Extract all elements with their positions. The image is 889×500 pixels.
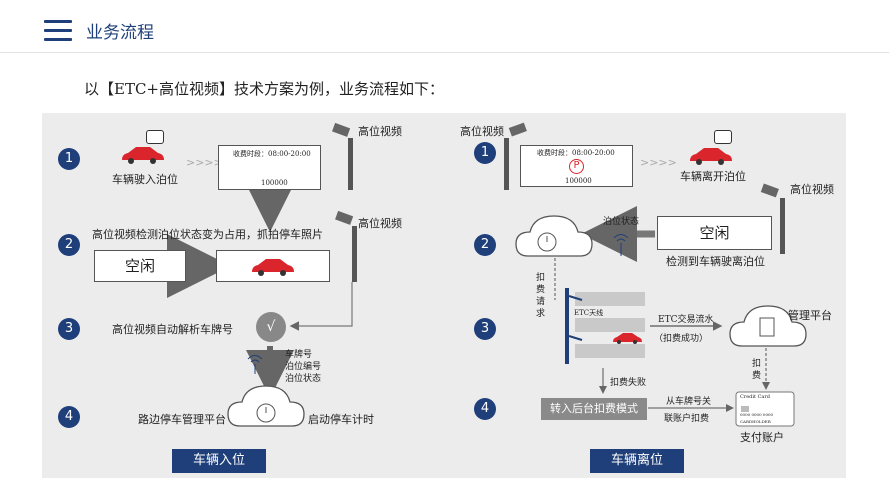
step-number: 3 — [474, 318, 496, 340]
data-item: 泊位状态 — [285, 374, 322, 384]
etc-success-label: （扣费成功） — [654, 334, 709, 344]
car-icon — [122, 147, 164, 164]
step-number: 1 — [474, 142, 496, 164]
header-divider — [0, 52, 889, 53]
camera-pole-icon — [332, 122, 353, 190]
status-box: 空闲 — [657, 216, 772, 250]
deduct-request-label: 扣费请求 — [536, 273, 546, 319]
credit-card-icon — [735, 391, 795, 427]
parking-screen: 收费时段：08:00-20:00 P 100000 — [520, 145, 633, 187]
page-title: 业务流程 — [86, 23, 154, 43]
status-box: 空闲 — [94, 250, 186, 282]
plate-link-label: 联账户扣费 — [664, 414, 710, 424]
arrow-label: 泊位状态 — [603, 217, 640, 227]
car-icon — [613, 333, 642, 344]
dotted-arrow-icon: >>>> — [640, 156, 677, 169]
screen-number: 100000 — [565, 177, 592, 185]
camera-pole-icon — [760, 183, 785, 254]
data-item: 车牌号 — [285, 350, 313, 360]
screen-time: 收费时段：08:00-20:00 — [537, 149, 615, 157]
dotted-arrow-icon: >>>> — [186, 156, 223, 169]
camera-label: 高位视频 — [358, 217, 402, 230]
payment-account-label: 支付账户 — [740, 431, 784, 444]
screen-time: 收费时段：08:00-20:00 — [233, 150, 311, 158]
data-item: 泊位编号 — [285, 362, 322, 372]
step-number: 1 — [58, 148, 80, 170]
signal-tower-icon — [613, 234, 629, 256]
card-title: Credit Card — [740, 394, 770, 400]
caption: 路边停车管理平台 — [138, 413, 226, 426]
caption: 车辆驶入泊位 — [112, 173, 178, 186]
etc-tag-icon — [714, 130, 732, 144]
vehicle-entry-button[interactable]: 车辆入位 — [172, 449, 266, 473]
intro-text: 以【ETC+高位视频】技术方案为例，业务流程如下： — [84, 80, 445, 98]
cloud-clock-icon — [227, 385, 305, 427]
plate-link-label: 从车牌号关 — [666, 397, 712, 407]
car-icon — [690, 148, 732, 165]
step-number: 4 — [58, 406, 80, 428]
screen-number: 100000 — [261, 179, 288, 187]
caption: 车辆离开泊位 — [680, 170, 746, 183]
camera-label: 高位视频 — [358, 125, 402, 138]
camera-label: 高位视频 — [790, 183, 834, 196]
step-number: 4 — [474, 398, 496, 420]
step-number: 2 — [474, 234, 496, 256]
deduct-fail-label: 扣费失败 — [610, 378, 647, 388]
card-number: 0000 0000 0000 — [740, 412, 774, 417]
camera-label: 高位视频 — [460, 125, 504, 138]
cloud-document-icon — [729, 305, 807, 347]
backend-mode-box: 转入后台扣费模式 — [541, 398, 647, 420]
step-number: 3 — [58, 318, 80, 340]
etc-antenna-label: ETC天线 — [574, 309, 604, 317]
plate-recognition-icon: √ — [256, 312, 286, 342]
camera-pole-icon — [504, 122, 527, 190]
menu-icon[interactable] — [44, 20, 72, 42]
etc-flow-label: ETC交易流水 — [658, 315, 714, 325]
connector-line — [289, 282, 353, 331]
etc-tag-icon — [146, 130, 164, 144]
cloud-clock-icon — [515, 215, 593, 257]
vehicle-exit-button[interactable]: 车辆离位 — [590, 449, 684, 473]
etc-lane-icon — [565, 288, 645, 364]
caption: 检测到车辆驶离泊位 — [666, 255, 765, 268]
platform-label: 管理平台 — [788, 309, 832, 322]
parking-screen: 收费时段：08:00-20:00 100000 — [218, 145, 321, 190]
caption: 高位视频自动解析车牌号 — [112, 323, 233, 336]
car-icon — [252, 259, 294, 276]
card-holder: CARDHOLDER — [740, 419, 771, 424]
camera-pole-icon — [335, 210, 357, 282]
caption: 启动停车计时 — [308, 413, 374, 426]
caption: 高位视频检测泊位状态变为占用，抓拍停车照片 — [92, 228, 323, 241]
step-number: 2 — [58, 234, 80, 256]
parking-sign-icon: P — [569, 159, 584, 174]
deduct-label: 扣费 — [752, 359, 762, 381]
signal-tower-icon — [247, 355, 263, 374]
